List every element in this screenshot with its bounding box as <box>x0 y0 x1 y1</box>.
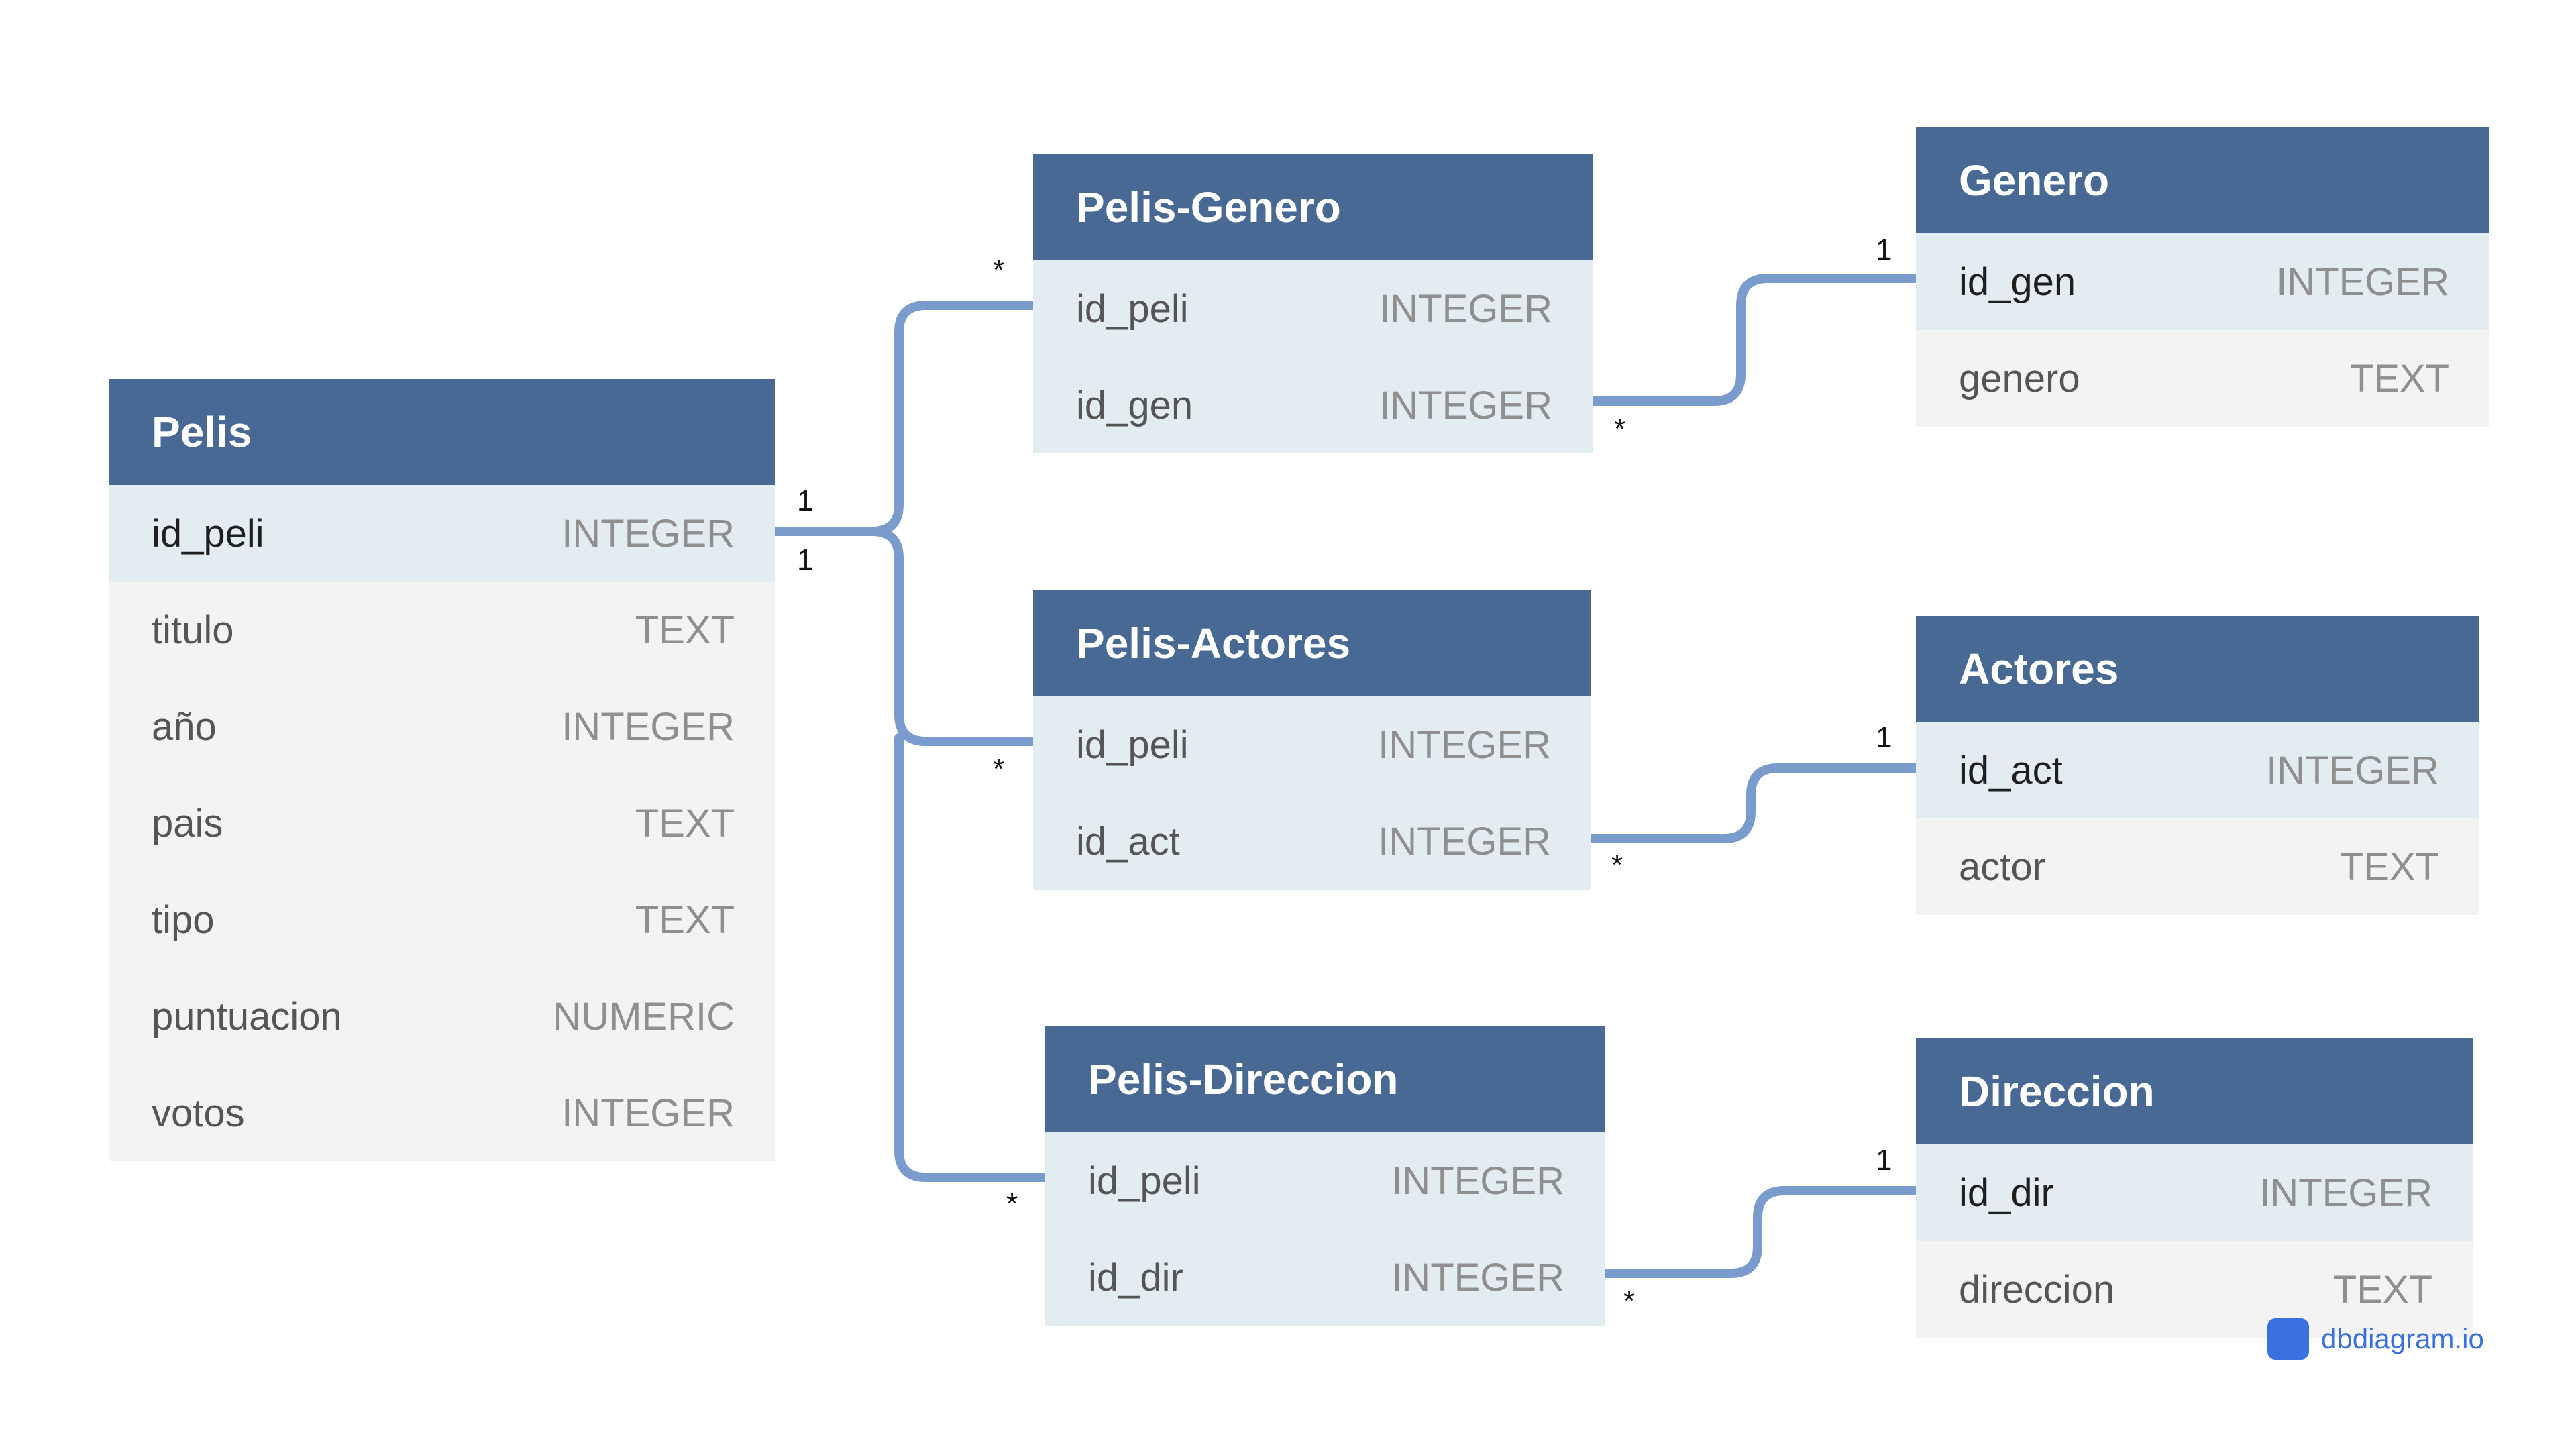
cardinality-label: * <box>1006 1187 1018 1220</box>
table-row[interactable]: genero TEXT <box>1916 330 2489 427</box>
table-row[interactable]: id_gen INTEGER <box>1033 357 1593 453</box>
table-row[interactable]: pais TEXT <box>109 775 775 871</box>
table-actores[interactable]: Actores id_act INTEGER actor TEXT <box>1916 616 2479 915</box>
table-row[interactable]: id_dir INTEGER <box>1045 1229 1605 1326</box>
cardinality-label: 1 <box>1876 721 1892 754</box>
table-row[interactable]: votos INTEGER <box>109 1065 775 1161</box>
link-pelis-pelis-direccion <box>894 733 1050 1182</box>
table-title[interactable]: Genero <box>1916 127 2489 233</box>
column-name: actor <box>1959 845 2045 889</box>
table-title[interactable]: Direccion <box>1916 1038 2473 1144</box>
column-name: id_act <box>1076 819 1180 863</box>
table-row[interactable]: direccion TEXT <box>1916 1241 2473 1338</box>
table-row[interactable]: id_dir INTEGER <box>1916 1144 2473 1241</box>
cardinality-label: * <box>993 753 1005 786</box>
table-row[interactable]: id_act INTEGER <box>1033 793 1591 890</box>
column-name: id_gen <box>1076 383 1193 427</box>
table-row[interactable]: id_gen INTEGER <box>1916 233 2489 330</box>
table-row[interactable]: año INTEGER <box>109 678 775 775</box>
column-type: TEXT <box>2339 845 2439 889</box>
table-title[interactable]: Actores <box>1916 616 2479 722</box>
table-pelis-direccion[interactable]: Pelis-Direccion id_peli INTEGER id_dir I… <box>1045 1026 1605 1326</box>
column-type: INTEGER <box>561 1091 735 1135</box>
table-row[interactable]: id_peli INTEGER <box>1033 696 1591 793</box>
dbdiagram-watermark[interactable]: dbdiagram.io <box>2267 1318 2484 1360</box>
column-name: id_peli <box>1076 722 1189 767</box>
column-name: id_dir <box>1959 1171 2054 1215</box>
cardinality-label: * <box>993 254 1005 286</box>
column-type: TEXT <box>635 801 735 845</box>
link-actores-pelis-actores <box>1587 763 1921 843</box>
column-type: INTEGER <box>1379 383 1552 427</box>
table-direccion[interactable]: Direccion id_dir INTEGER direccion TEXT <box>1916 1038 2473 1338</box>
table-row[interactable]: id_act INTEGER <box>1916 722 2479 818</box>
column-name: votos <box>152 1091 245 1135</box>
table-row[interactable]: id_peli INTEGER <box>109 485 775 582</box>
column-name: año <box>152 704 217 749</box>
column-name: genero <box>1959 356 2080 400</box>
column-name: id_act <box>1959 748 2063 792</box>
column-type: INTEGER <box>561 511 735 555</box>
table-genero[interactable]: Genero id_gen INTEGER genero TEXT <box>1916 127 2489 427</box>
cardinality-label: 1 <box>797 484 814 517</box>
column-type: TEXT <box>635 608 735 652</box>
column-type: INTEGER <box>1391 1159 1564 1203</box>
cardinality-label: 1 <box>797 543 814 576</box>
table-title[interactable]: Pelis-Actores <box>1033 590 1591 696</box>
column-name: pais <box>152 801 223 845</box>
table-title[interactable]: Pelis-Genero <box>1033 154 1593 260</box>
column-name: id_peli <box>1076 286 1189 331</box>
column-name: tipo <box>152 898 215 942</box>
column-name: id_peli <box>152 511 264 555</box>
column-type: INTEGER <box>2276 260 2449 304</box>
column-name: titulo <box>152 608 234 652</box>
column-type: TEXT <box>635 898 735 942</box>
column-type: TEXT <box>2332 1267 2432 1311</box>
column-name: id_gen <box>1959 260 2076 304</box>
link-direccion-pelis-direccion <box>1600 1186 1921 1278</box>
table-row[interactable]: id_peli INTEGER <box>1033 260 1593 357</box>
cardinality-label: * <box>1623 1285 1635 1318</box>
column-name: direccion <box>1959 1267 2115 1311</box>
link-pelis-pelis-actores <box>770 527 1038 746</box>
table-pelis-genero[interactable]: Pelis-Genero id_peli INTEGER id_gen INTE… <box>1033 154 1593 453</box>
table-title[interactable]: Pelis-Direccion <box>1045 1026 1605 1132</box>
column-type: INTEGER <box>1379 286 1552 331</box>
column-name: puntuacion <box>152 994 342 1038</box>
table-row[interactable]: actor TEXT <box>1916 818 2479 915</box>
table-title[interactable]: Pelis <box>109 379 775 485</box>
column-type: INTEGER <box>1391 1255 1564 1299</box>
column-type: INTEGER <box>1378 819 1551 863</box>
table-row[interactable]: id_peli INTEGER <box>1045 1132 1605 1229</box>
table-pelis-actores[interactable]: Pelis-Actores id_peli INTEGER id_act INT… <box>1033 590 1591 890</box>
link-genero-pelis-genero <box>1588 274 1921 406</box>
cardinality-label: * <box>1614 413 1626 445</box>
column-type: INTEGER <box>1378 722 1551 767</box>
cardinality-label: 1 <box>1876 1144 1892 1177</box>
column-type: INTEGER <box>2259 1171 2432 1215</box>
cardinality-label: 1 <box>1876 233 1892 266</box>
table-row[interactable]: titulo TEXT <box>109 582 775 678</box>
column-type: TEXT <box>2349 356 2449 400</box>
column-type: INTEGER <box>2266 748 2439 792</box>
table-row[interactable]: puntuacion NUMERIC <box>109 968 775 1065</box>
table-row[interactable]: tipo TEXT <box>109 871 775 968</box>
link-pelis-pelis-genero <box>770 301 1038 536</box>
dbdiagram-logo-icon <box>2267 1318 2309 1360</box>
table-pelis[interactable]: Pelis id_peli INTEGER titulo TEXT año IN… <box>109 379 775 1161</box>
column-name: id_peli <box>1088 1159 1201 1203</box>
column-type: NUMERIC <box>553 994 735 1038</box>
watermark-text: dbdiagram.io <box>2321 1323 2484 1354</box>
column-name: id_dir <box>1088 1255 1183 1299</box>
column-type: INTEGER <box>561 704 735 749</box>
cardinality-label: * <box>1611 849 1623 881</box>
